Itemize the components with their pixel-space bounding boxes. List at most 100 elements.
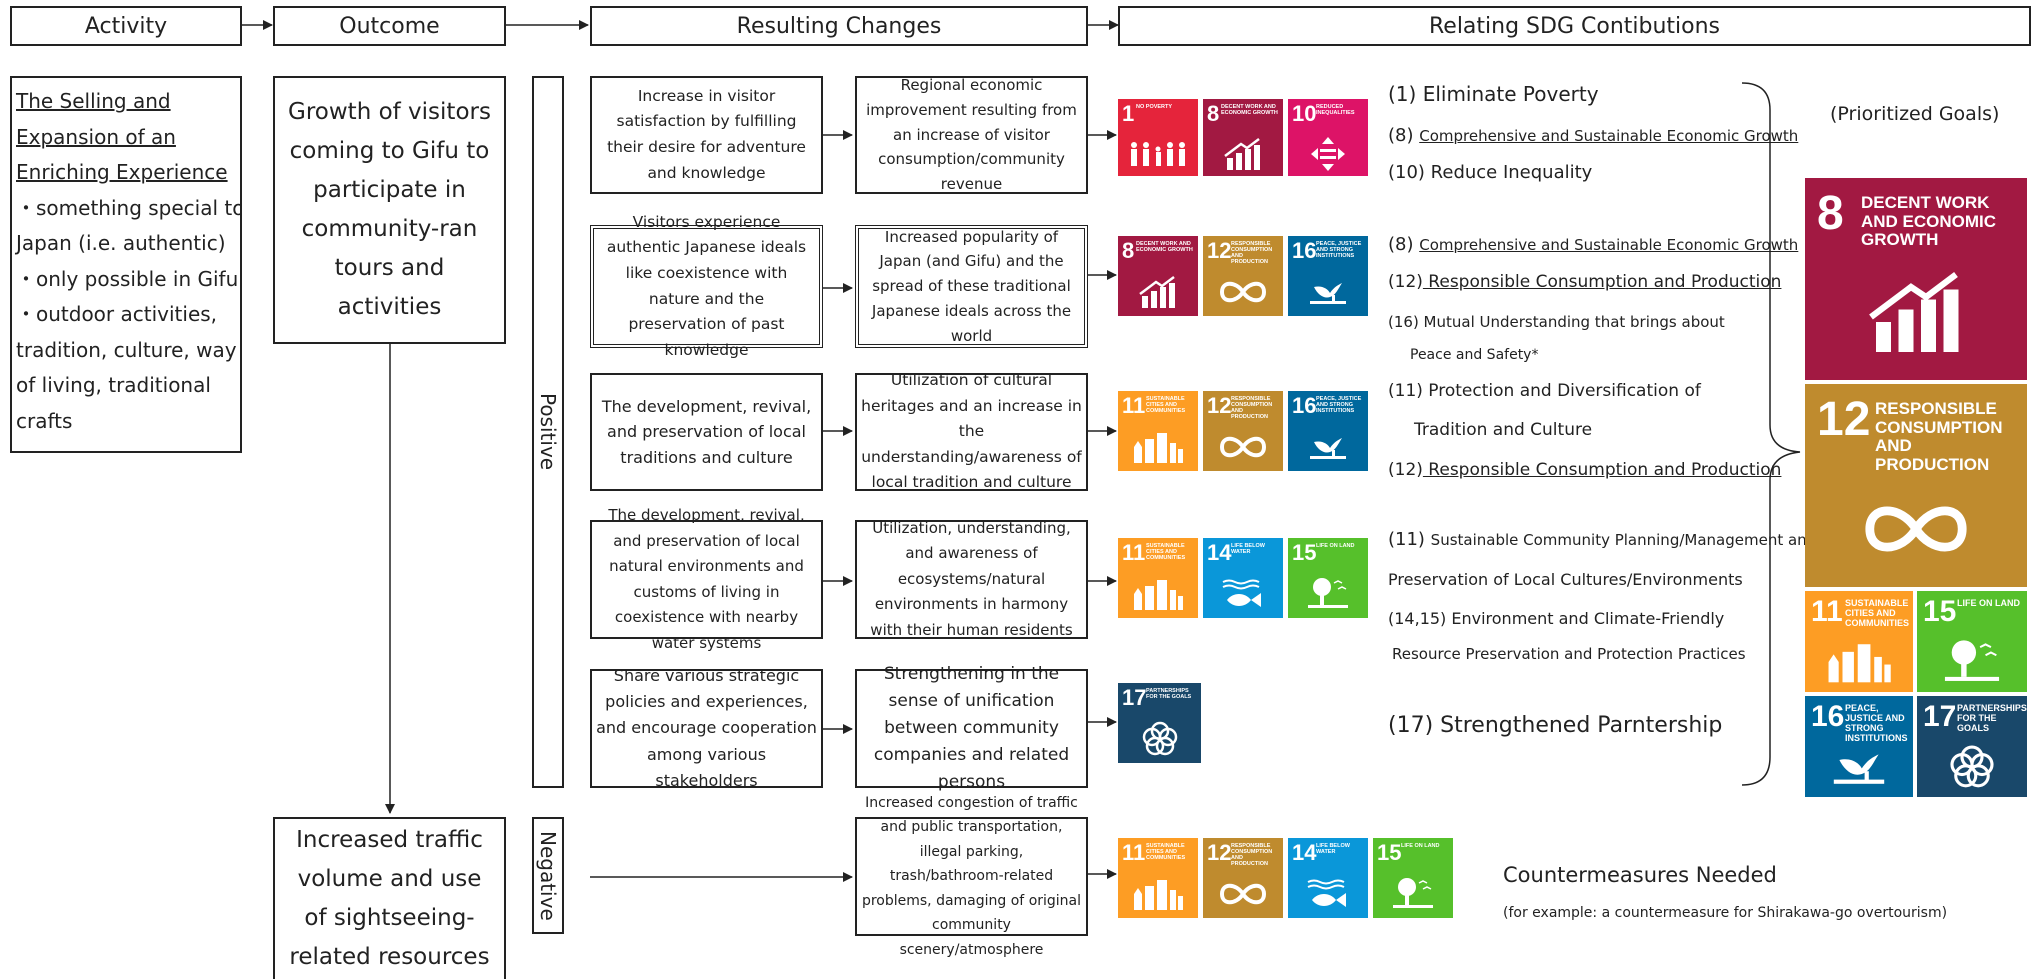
header-outcome: Outcome (273, 6, 506, 46)
contribution-text: (17) Strengthened Parntership (1388, 713, 1723, 738)
change-box-1: Increase in visitor satisfaction by fulf… (590, 76, 823, 194)
sdg-title: Partnerships for the Goals (1146, 688, 1192, 701)
activity-bullet-cont: crafts (16, 408, 73, 433)
sdg-priority-tile-8: 8 Decent Work and Economic Growth (1805, 178, 2027, 380)
tree-icon (1288, 574, 1368, 614)
negative-result-box: Increased congestion of traffic and publ… (855, 795, 1088, 958)
sdg-number: 15 (1923, 595, 1957, 628)
sdg-number: 15 (1292, 540, 1317, 565)
sdg-title: No Poverty (1136, 104, 1173, 110)
infinity-icon (1203, 272, 1283, 312)
sdg-number: 8 (1207, 101, 1220, 126)
fish-icon (1203, 574, 1283, 614)
outcome-positive: Growth of visitors coming to Gifu to par… (273, 76, 506, 344)
sdg-title: Partnerships for the Goals (1957, 703, 2027, 733)
sdg-number: 12 (1207, 238, 1232, 263)
countermeasures-title: Countermeasures Needed (1503, 863, 1777, 887)
result-box-3: Utilization of cultural heritages and an… (855, 371, 1088, 491)
contribution-text: (12) Responsible Consumption and Product… (1388, 460, 1781, 480)
sdg-title: Decent Work and Economic Growth (1136, 241, 1193, 254)
sdg-priority-tile-11: 11 Sustainable Cities and Communities (1805, 591, 1913, 692)
sdg-tile-12: 12 Responsible Consumption and Productio… (1203, 391, 1283, 471)
sdg-title: Peace, Justice and Strong Institutions (1316, 241, 1362, 260)
sdg-number: 8 (1817, 187, 1844, 240)
result-box-4: Utilization, understanding, and awarenes… (855, 519, 1088, 639)
sdg-title: Responsible Consumption and Production (1231, 241, 1273, 266)
sdg-title: Sustainable Cities and Communities (1146, 396, 1186, 415)
sdg-tile-11: 11 Sustainable Cities and Communities (1118, 391, 1198, 471)
contribution-text: Preservation of Local Cultures/Environme… (1388, 570, 1743, 589)
sdg-tile-11: 11 Sustainable Cities and Communities (1118, 538, 1198, 618)
sdg-number: 16 (1292, 238, 1317, 263)
sdg-tile-1: 1 No Poverty (1118, 99, 1198, 176)
sdg-title: Responsible Consumption and Production (1875, 399, 2003, 475)
contribution-text: Resource Preservation and Protection Pra… (1392, 645, 1746, 663)
activity-bullet-cont: Japan (i.e. authentic) (16, 231, 226, 255)
sdg-tile-16: 16 Peace, Justice and Strong Institution… (1288, 391, 1368, 471)
sdg-title: Peace, Justice and Strong Institutions (1316, 396, 1362, 415)
sdg-tile-14: 14 Life Below Water (1203, 538, 1283, 618)
contribution-text: (16) Mutual Understanding that brings ab… (1388, 313, 1725, 331)
negative-label: Negative (536, 830, 560, 921)
contribution-text: (1) Eliminate Poverty (1388, 82, 1599, 106)
header-activity: Activity (10, 6, 242, 46)
partnership-rings-icon (1118, 719, 1201, 759)
tree-icon (1917, 635, 2027, 688)
sdg-title: Life on Land (1401, 843, 1440, 849)
header-resulting-changes: Resulting Changes (590, 6, 1088, 46)
sdg-title: Decent Work and Economic Growth (1221, 104, 1278, 117)
growth-chart-icon (1203, 135, 1283, 172)
sdg-number: 16 (1811, 700, 1845, 733)
sdg-title: Decent Work and Economic Growth (1861, 193, 1997, 250)
sdg-number: 11 (1122, 840, 1146, 865)
sdg-title: Life on Land (1316, 543, 1355, 549)
sdg-title: Sustainable Cities and Communities (1146, 543, 1186, 562)
sdg-number: 11 (1122, 393, 1146, 418)
sdg-title: Responsible Consumption and Production (1231, 843, 1273, 868)
equality-icon (1288, 135, 1368, 172)
sdg-number: 17 (1122, 685, 1147, 710)
contribution-number: (12) (1388, 272, 1423, 292)
contribution-number: (8) (1388, 234, 1420, 255)
sdg-priority-tile-12: 12 Responsible Consumption and Productio… (1805, 384, 2027, 587)
contribution-text: Peace and Safety* (1410, 347, 1539, 363)
sdg-number: 12 (1207, 840, 1232, 865)
sdg-tile-16: 16 Peace, Justice and Strong Institution… (1288, 236, 1368, 316)
sdg-number: 1 (1122, 101, 1135, 126)
sdg-number: 16 (1292, 393, 1317, 418)
activity-title-line: Expansion of an (16, 124, 176, 149)
sdg-priority-tile-17: 17 Partnerships for the Goals (1917, 696, 2027, 797)
contribution-text: (12) Responsible Consumption and Product… (1388, 272, 1781, 292)
infinity-icon (1203, 874, 1283, 914)
sdg-number: 15 (1377, 840, 1402, 865)
sdg-priority-tile-15: 15 Life on Land (1917, 591, 2027, 692)
sdg-tile-8: 8 Decent Work and Economic Growth (1118, 236, 1198, 316)
activity-bullet: ・only possible in Gifu (16, 266, 239, 291)
contribution-text: (10) Reduce Inequality (1388, 162, 1593, 183)
city-icon (1805, 635, 1913, 688)
contribution-goal: Responsible Consumption and Production (1422, 272, 1782, 292)
dove-icon (1805, 740, 1913, 793)
change-box-2: Visitors experience authentic Japanese i… (590, 213, 823, 359)
sdg-tile-11: 11 Sustainable Cities and Communities (1118, 838, 1198, 918)
contribution-number: (11) (1388, 529, 1431, 550)
contribution-text: (8) Comprehensive and Sustainable Econom… (1388, 234, 1798, 255)
contribution-goal: Comprehensive and Sustainable Economic G… (1419, 127, 1799, 145)
sdg-tile-15: 15 Life on Land (1288, 538, 1368, 618)
infinity-icon (1203, 427, 1283, 467)
family-icon (1118, 135, 1198, 172)
growth-chart-icon (1118, 272, 1198, 312)
activity-bullet-cont: tradition, culture, way (16, 337, 237, 362)
contribution-number: (12) (1388, 460, 1423, 480)
sdg-number: 11 (1811, 595, 1843, 628)
positive-label: Positive (536, 393, 560, 471)
sdg-priority-tile-16: 16 Peace, Justice and Strong Institution… (1805, 696, 1913, 797)
city-icon (1118, 874, 1198, 914)
contribution-goal: Responsible Consumption and Production (1422, 460, 1782, 480)
sdg-title: Life Below Water (1231, 543, 1265, 556)
sdg-title: Peace, Justice and Strong Institutions (1845, 703, 1908, 743)
sdg-tile-10: 10 Reduced Inequalities (1288, 99, 1368, 176)
sdg-tile-12: 12 Responsible Consumption and Productio… (1203, 236, 1283, 316)
header-sdg-contributions: Relating SDG Contibutions (1118, 6, 2031, 46)
